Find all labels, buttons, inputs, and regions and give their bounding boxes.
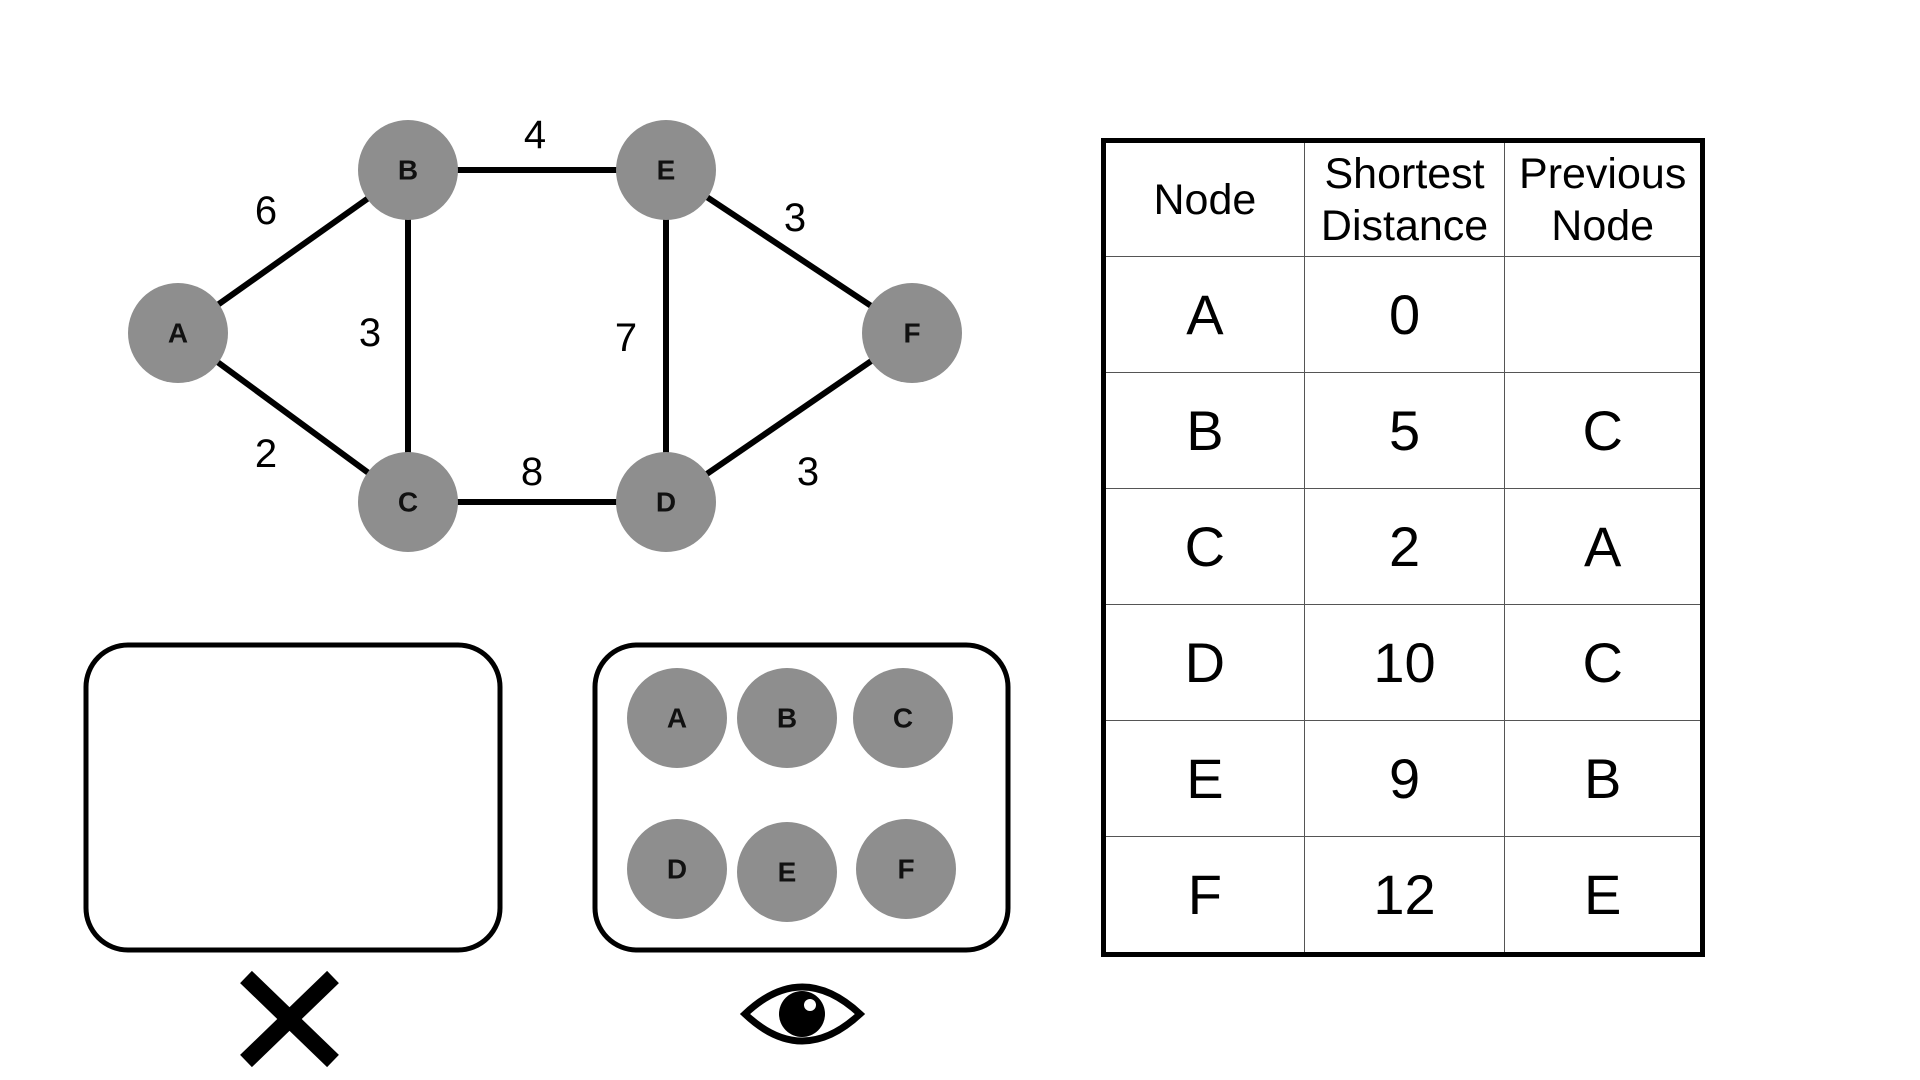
graph-node-e: E bbox=[616, 120, 716, 220]
header-node: Node bbox=[1103, 140, 1305, 257]
row-node: B bbox=[1103, 372, 1305, 489]
visited-node-b: B bbox=[737, 668, 837, 768]
row-previous: A bbox=[1504, 488, 1703, 605]
node-circle bbox=[616, 452, 716, 552]
row-node: E bbox=[1103, 720, 1305, 837]
row-previous: C bbox=[1504, 604, 1703, 721]
row-distance: 9 bbox=[1303, 720, 1506, 837]
edge-weight-d-f: 3 bbox=[797, 450, 819, 494]
row-previous bbox=[1504, 256, 1703, 373]
node-label: E bbox=[778, 857, 797, 888]
node-circle bbox=[358, 452, 458, 552]
row-distance: 10 bbox=[1303, 604, 1506, 721]
node-circle bbox=[128, 283, 228, 383]
edges-layer: 6 2 3 4 8 7 3 3 bbox=[176, 113, 914, 505]
node-label: C bbox=[893, 703, 913, 734]
graph-node-a: A bbox=[128, 283, 228, 383]
visited-node-f: F bbox=[856, 819, 956, 919]
table-header-row: Node Shortest Distance Previous Node bbox=[1103, 140, 1703, 257]
row-previous: C bbox=[1504, 372, 1703, 489]
edge-weight-e-d: 7 bbox=[615, 316, 637, 360]
table-row: F 12 E bbox=[1103, 836, 1703, 955]
node-label: E bbox=[657, 155, 676, 186]
node-circle bbox=[627, 819, 727, 919]
edge-weight-b-c: 3 bbox=[359, 311, 381, 355]
table-row: A 0 bbox=[1103, 256, 1703, 373]
table-row: B 5 C bbox=[1103, 372, 1703, 489]
node-label: F bbox=[897, 854, 914, 885]
eye-icon bbox=[739, 983, 866, 1045]
nodes-layer: A B C D E F bbox=[128, 120, 962, 552]
row-distance: 0 bbox=[1303, 256, 1506, 373]
row-node: D bbox=[1103, 604, 1305, 721]
row-distance: 5 bbox=[1303, 372, 1506, 489]
node-label: B bbox=[398, 155, 418, 186]
edge-weight-a-b: 6 bbox=[255, 189, 277, 233]
visited-node-d: D bbox=[627, 819, 727, 919]
header-shortest-distance: Shortest Distance bbox=[1303, 140, 1506, 257]
visited-node-e: E bbox=[737, 822, 837, 922]
row-node: F bbox=[1103, 836, 1305, 955]
node-label: F bbox=[903, 318, 920, 349]
row-node: A bbox=[1103, 256, 1305, 373]
node-circle bbox=[627, 668, 727, 768]
node-label: A bbox=[168, 318, 188, 349]
visited-node-c: C bbox=[853, 668, 953, 768]
edge-weight-c-d: 8 bbox=[521, 450, 543, 494]
row-previous: B bbox=[1504, 720, 1703, 837]
graph-node-c: C bbox=[358, 452, 458, 552]
row-node: C bbox=[1103, 488, 1305, 605]
edge-weight-b-e: 4 bbox=[524, 113, 546, 157]
node-label: D bbox=[667, 854, 687, 885]
node-circle bbox=[616, 120, 716, 220]
shortest-distance-table: Node Shortest Distance Previous Node A 0… bbox=[1101, 138, 1705, 957]
node-circle bbox=[358, 120, 458, 220]
visited-set-nodes: A B C D E F bbox=[627, 668, 956, 922]
cross-icon bbox=[240, 970, 339, 1068]
visited-node-a: A bbox=[627, 668, 727, 768]
node-circle bbox=[856, 819, 956, 919]
table-row: E 9 B bbox=[1103, 720, 1703, 837]
edge-weight-a-c: 2 bbox=[255, 432, 277, 476]
graph-node-f: F bbox=[862, 283, 962, 383]
node-circle bbox=[862, 283, 962, 383]
unvisited-set-box bbox=[83, 642, 503, 953]
node-circle bbox=[737, 822, 837, 922]
row-distance: 12 bbox=[1303, 836, 1506, 955]
table-row: D 10 C bbox=[1103, 604, 1703, 721]
edge-weight-e-f: 3 bbox=[784, 196, 806, 240]
node-label: D bbox=[656, 487, 676, 518]
table-row: C 2 A bbox=[1103, 488, 1703, 605]
header-previous-node: Previous Node bbox=[1504, 140, 1703, 257]
node-circle bbox=[737, 668, 837, 768]
node-label: A bbox=[667, 703, 687, 734]
graph-node-d: D bbox=[616, 452, 716, 552]
node-circle bbox=[853, 668, 953, 768]
node-label: C bbox=[398, 487, 418, 518]
row-previous: E bbox=[1504, 836, 1703, 955]
node-label: B bbox=[777, 703, 797, 734]
graph-node-b: B bbox=[358, 120, 458, 220]
row-distance: 2 bbox=[1303, 488, 1506, 605]
